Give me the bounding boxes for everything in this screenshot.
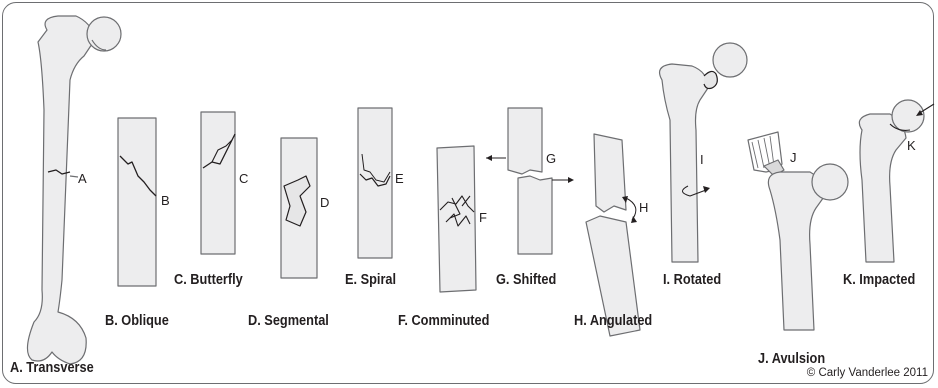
copyright-notice: © Carly Vanderlee 2011 — [807, 367, 928, 379]
caption-butterfly: C. Butterfly — [174, 272, 243, 288]
letter-i: I — [700, 152, 704, 167]
bone-segmental-fracture — [281, 138, 317, 278]
caption-comminuted: F. Comminuted — [398, 313, 489, 329]
bone-oblique-fracture — [118, 118, 156, 286]
letter-f: F — [479, 210, 487, 225]
letter-c: C — [239, 171, 248, 186]
femur-impacted-fracture — [859, 100, 934, 262]
bone-butterfly-fracture — [201, 112, 235, 254]
femur-avulsion-fracture — [748, 132, 848, 330]
caption-shifted: G. Shifted — [496, 272, 556, 288]
letter-d: D — [320, 195, 329, 210]
letter-h: H — [639, 200, 648, 215]
caption-transverse: A. Transverse — [10, 360, 94, 376]
bone-angulated-fracture — [586, 134, 640, 336]
bone-comminuted-fracture — [437, 146, 476, 292]
letter-b: B — [161, 193, 170, 208]
caption-spiral: E. Spiral — [345, 272, 396, 288]
caption-angulated: H. Angulated — [574, 313, 652, 329]
bone-spiral-fracture — [358, 108, 392, 258]
caption-oblique: B. Oblique — [105, 313, 169, 329]
caption-segmental: D. Segmental — [248, 313, 329, 329]
letter-a: A — [78, 171, 87, 186]
caption-rotated: I. Rotated — [663, 272, 721, 288]
letter-k: K — [907, 138, 916, 153]
femur-transverse-fracture — [27, 16, 121, 364]
caption-impacted: K. Impacted — [843, 272, 915, 288]
letter-g: G — [546, 151, 556, 166]
letter-j: J — [790, 150, 797, 165]
caption-avulsion: J. Avulsion — [758, 351, 825, 367]
bone-shifted-fracture — [486, 108, 574, 254]
letter-e: E — [395, 171, 404, 186]
